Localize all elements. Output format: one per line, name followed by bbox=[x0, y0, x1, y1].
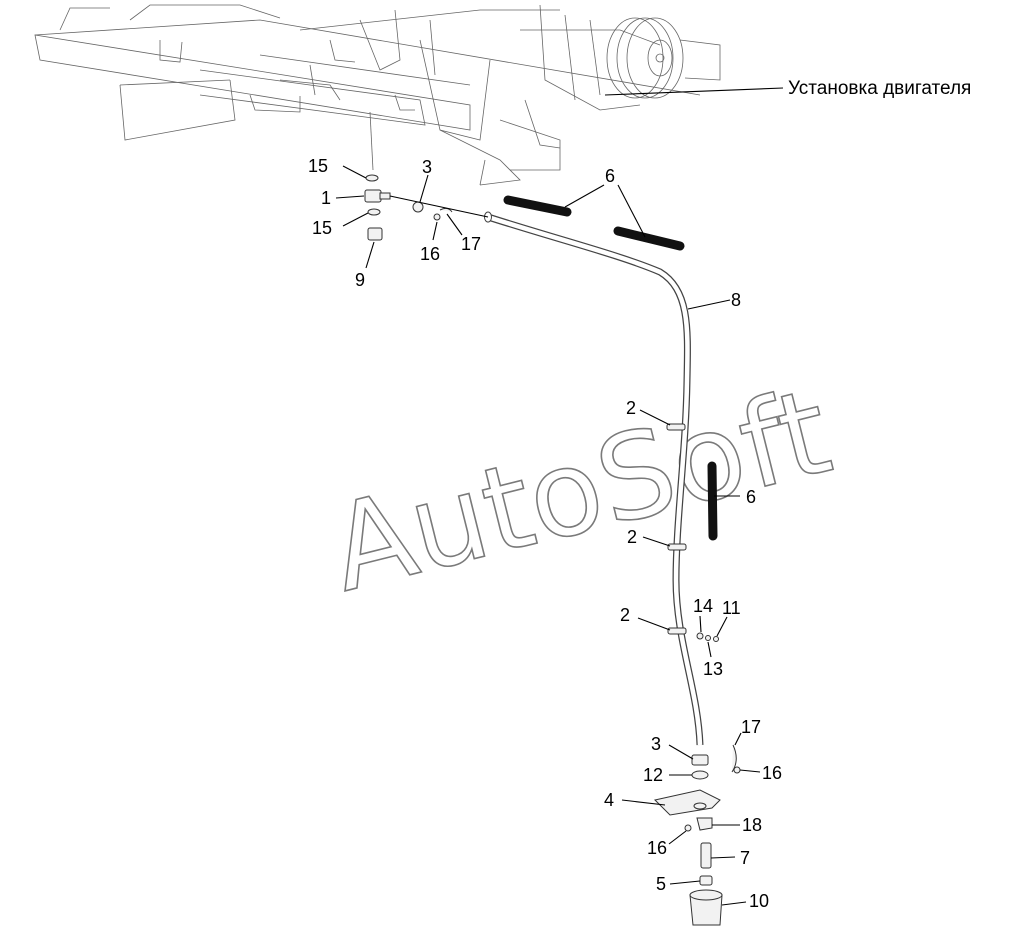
sleeve-6a bbox=[503, 195, 572, 217]
clamp-2b bbox=[667, 543, 687, 551]
callout-10: 10 bbox=[749, 891, 769, 911]
sleeve-6c bbox=[707, 461, 718, 541]
callout-15-top: 15 bbox=[308, 156, 328, 176]
callout-13: 13 bbox=[703, 659, 723, 679]
callout-12: 12 bbox=[643, 765, 663, 785]
clamp-2c bbox=[667, 627, 687, 635]
assembly-label: Установка двигателя bbox=[788, 78, 971, 99]
callout-2-lower: 2 bbox=[620, 605, 630, 625]
callout-5: 5 bbox=[656, 874, 666, 894]
callout-15-bottom: 15 bbox=[312, 218, 332, 238]
callout-1: 1 bbox=[321, 188, 331, 208]
callout-2-upper: 2 bbox=[626, 398, 636, 418]
callout-3-bottom: 3 bbox=[651, 734, 661, 754]
callout-17-bottom: 17 bbox=[741, 717, 761, 737]
callout-6-top: 6 bbox=[605, 166, 615, 186]
fitting-group-top bbox=[364, 174, 489, 241]
callout-2-middle: 2 bbox=[627, 527, 637, 547]
callout-16-top: 16 bbox=[420, 244, 440, 264]
callout-leaders bbox=[335, 165, 761, 906]
fitting-group-bottom bbox=[654, 744, 741, 926]
callout-4: 4 bbox=[604, 790, 614, 810]
callout-18: 18 bbox=[742, 815, 762, 835]
callout-11: 11 bbox=[722, 598, 741, 618]
callout-9: 9 bbox=[355, 270, 365, 290]
engine-assembly-drawing bbox=[34, 4, 721, 186]
callout-16-bottom: 16 bbox=[647, 838, 667, 858]
callout-8: 8 bbox=[731, 290, 741, 310]
callout-14: 14 bbox=[693, 596, 713, 616]
callout-3-top: 3 bbox=[422, 157, 432, 177]
sleeve-6b bbox=[613, 226, 685, 251]
callout-labels: 15 1 15 9 3 16 17 6 8 2 6 2 2 14 11 13 1… bbox=[308, 156, 782, 911]
watermark: AutoSoft bbox=[317, 362, 842, 619]
callout-16-right: 16 bbox=[762, 763, 782, 783]
callout-17-top: 17 bbox=[461, 234, 481, 254]
callout-6-right: 6 bbox=[746, 487, 756, 507]
callout-7: 7 bbox=[740, 848, 750, 868]
clamp-2a bbox=[666, 423, 686, 431]
assembly-leader bbox=[604, 87, 784, 96]
